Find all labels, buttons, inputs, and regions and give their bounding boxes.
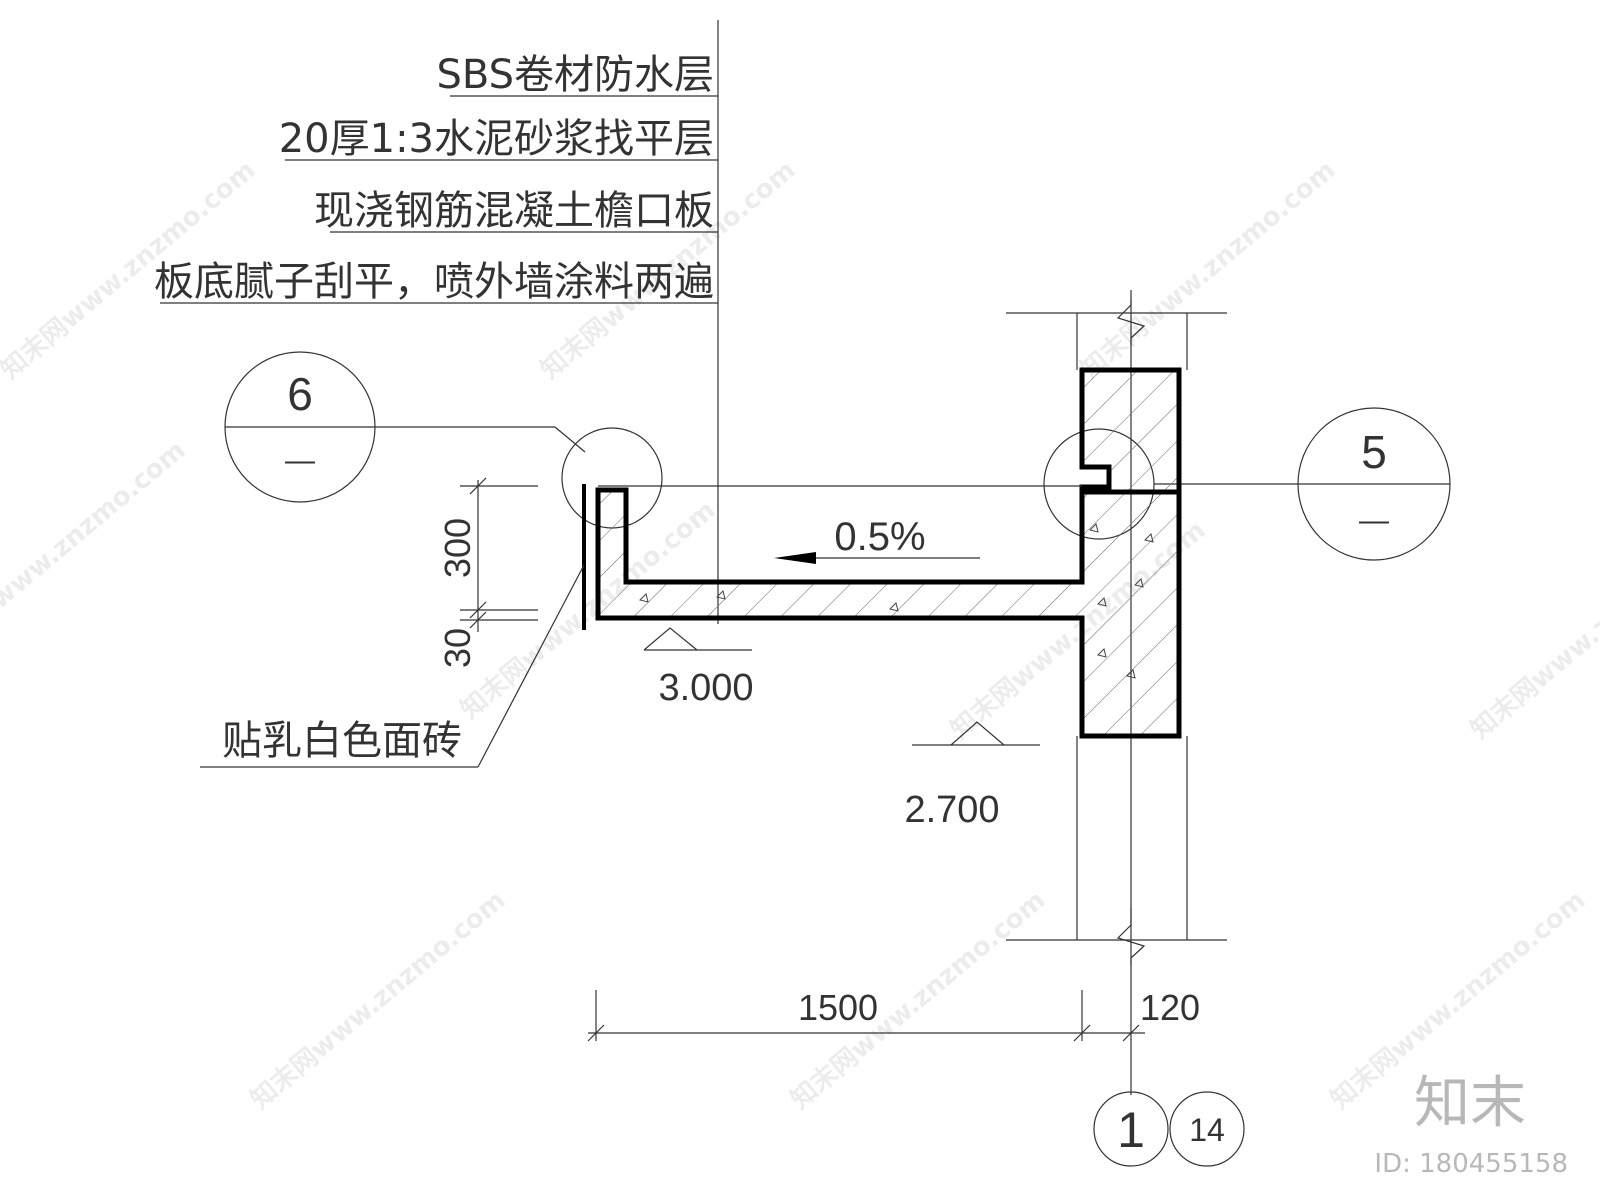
layer-note-4: 板底腻子刮平，喷外墙涂料两遍 — [154, 259, 714, 305]
elevation-bottom: 2.700 — [904, 789, 999, 831]
axis-number: 1 — [1117, 1102, 1145, 1158]
watermark-text: 知末网www.znzmo.com — [1465, 515, 1600, 745]
tile-note-leader — [200, 485, 1082, 768]
layer-notes — [160, 20, 719, 624]
watermark-logo: 知末 — [1414, 1071, 1526, 1136]
dim-width-wall: 120 — [1140, 987, 1200, 1028]
vertical-dimension — [460, 477, 538, 632]
dim-height-main: 300 — [437, 518, 478, 578]
axis-sheet: 14 — [1189, 1112, 1225, 1148]
concrete-aggregate — [639, 523, 1154, 679]
callout-left — [224, 351, 663, 529]
parapet-section — [1079, 367, 1182, 495]
layer-note-1: SBS卷材防水层 — [436, 52, 714, 98]
elevation-top: 3.000 — [658, 667, 753, 709]
dim-height-small: 30 — [437, 628, 478, 668]
callout-left-sheet: — — [285, 444, 315, 477]
callout-right-number: 5 — [1361, 426, 1387, 478]
layer-note-2: 20厚1:3水泥砂浆找平层 — [279, 116, 714, 162]
horizontal-dimension — [587, 990, 1145, 1042]
callout-left-number: 6 — [287, 368, 313, 420]
elevation-bottom-marker — [912, 721, 1040, 746]
elevation-top-marker — [643, 627, 752, 651]
tile-note: 贴乳白色面砖 — [222, 718, 462, 764]
watermark-text: 知末网www.znzmo.com — [1075, 155, 1341, 385]
watermark-id: ID: 180455158 — [1374, 1149, 1568, 1179]
watermark-text: 知末网www.znzmo.com — [245, 885, 511, 1115]
dim-width-main: 1500 — [798, 987, 878, 1028]
layer-note-3: 现浇钢筋混凝土檐口板 — [314, 188, 714, 234]
watermark-text: 知末网www.znzmo.com — [0, 435, 191, 665]
slope-arrow — [774, 552, 980, 564]
slope-label: 0.5% — [834, 515, 925, 559]
callout-right-sheet: — — [1359, 504, 1389, 537]
axis-bubble — [1093, 1091, 1245, 1167]
